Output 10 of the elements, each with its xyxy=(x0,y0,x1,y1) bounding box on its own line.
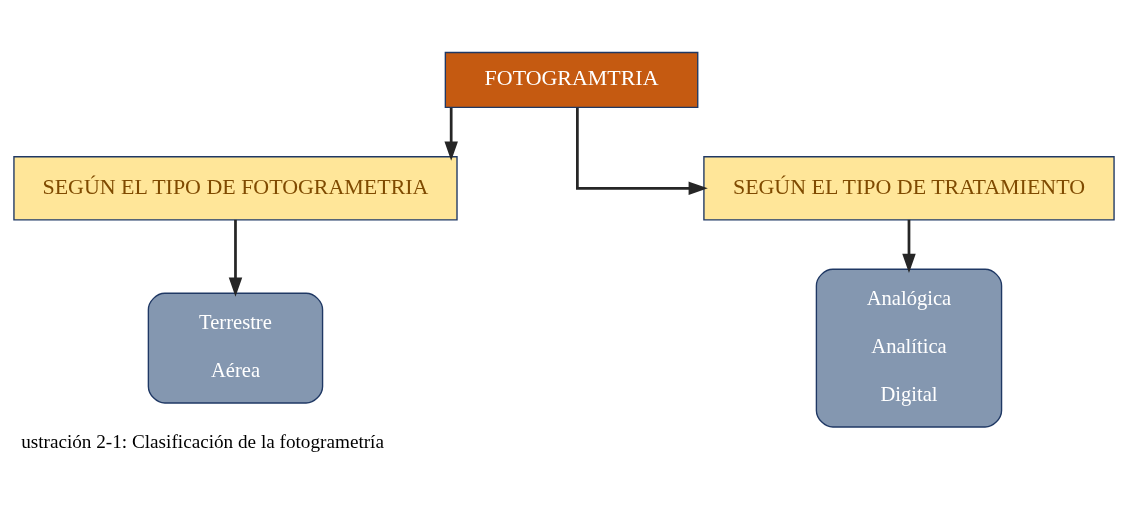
node-box: SEGÚN EL TIPO DE TRATAMIENTO xyxy=(703,155,1115,221)
arrow xyxy=(444,107,458,161)
caption: ustración 2-1: Clasificación de la fotogrametría xyxy=(21,430,384,452)
node-box: SEGÚN EL TIPO DE FOTOGRAMETRIA xyxy=(13,155,458,221)
node-box: Analógica Analítica Digital xyxy=(815,268,1003,428)
arrow xyxy=(902,219,916,273)
node-box: Terrestre Aérea xyxy=(147,292,324,404)
node-box: FOTOGRAMTRIA xyxy=(444,51,699,108)
arrow xyxy=(576,107,708,195)
arrow xyxy=(228,219,243,297)
